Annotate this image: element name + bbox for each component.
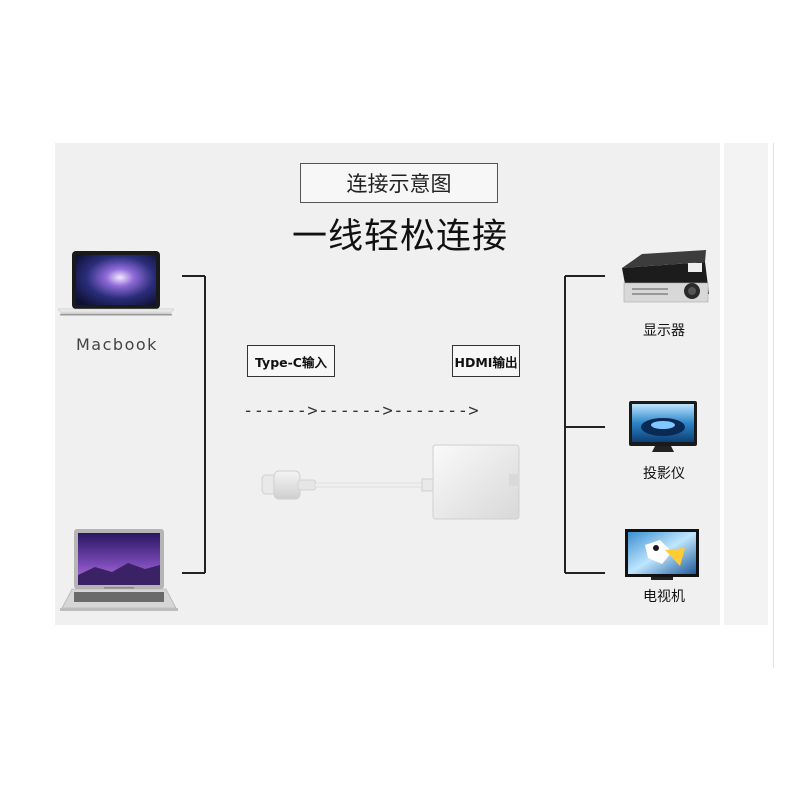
monitor-icon (629, 401, 697, 452)
usb-c-hdmi-adapter-icon (261, 444, 520, 520)
input-label: Type-C输入 (247, 345, 335, 377)
side-strip (724, 143, 768, 625)
projector-icon (622, 250, 709, 303)
diagram-title: 连接示意图 (300, 163, 498, 203)
left-bracket (182, 275, 206, 574)
target-label-projector: 投影仪 (643, 466, 685, 482)
laptop-bottom-icon (60, 529, 178, 611)
flow-arrows: ------>------>-------> (243, 401, 480, 421)
macbook-label: Macbook (76, 335, 158, 354)
macbook-top-icon (57, 251, 175, 316)
target-label-tv: 电视机 (643, 589, 685, 605)
right-bracket (564, 275, 605, 574)
output-label: HDMI输出 (452, 345, 520, 377)
target-label-display: 显示器 (643, 323, 685, 339)
diagram-panel (55, 143, 720, 625)
tv-icon (625, 529, 699, 580)
diagram-subtitle: 一线轻松连接 (291, 217, 508, 257)
edge-divider (773, 143, 774, 668)
